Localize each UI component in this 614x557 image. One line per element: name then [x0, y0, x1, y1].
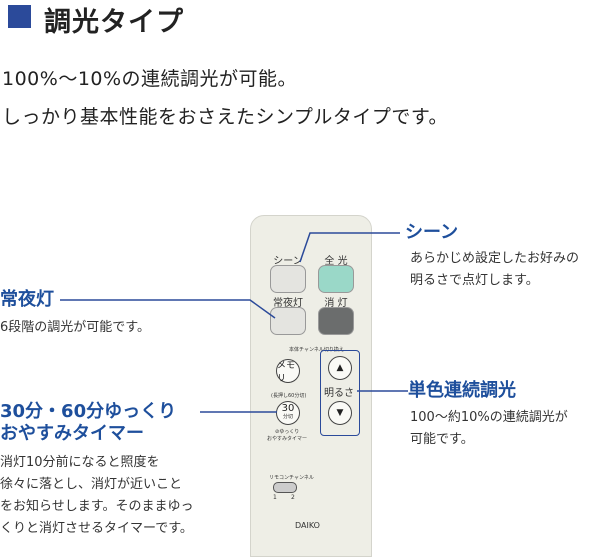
night-callout-desc: 6段階の調光が可能です。: [0, 320, 150, 335]
title-square: [8, 5, 31, 28]
channel-switch[interactable]: [273, 482, 297, 493]
scene-button[interactable]: [270, 265, 306, 293]
lead-line-1: 100%〜10%の連続調光が可能。: [2, 68, 298, 90]
remote-control: シーン 全 光 常夜灯 消 灯 本体チャンネル切り換え メモリ ▲ 明るさ ▼ …: [250, 215, 372, 557]
brightness-up-button[interactable]: ▲: [328, 356, 352, 380]
dimming-callout-title: 単色連続調光: [408, 380, 516, 401]
scene-callout-desc-1: あらかじめ設定したお好みの: [410, 251, 580, 266]
brightness-group: [320, 350, 360, 436]
timer-callout-title-1: 30分・60分ゆっくり: [0, 401, 177, 422]
timer-unit: 分切: [282, 414, 293, 420]
rc-channel-label: リモコンチャンネル: [269, 475, 314, 481]
timer-callout-title-2: おやすみタイマー: [0, 423, 144, 444]
dimming-callout-desc-2: 可能です。: [410, 432, 474, 447]
scene-callout-desc-2: 明るさで点灯します。: [410, 273, 539, 288]
brightness-down-button[interactable]: ▼: [328, 401, 352, 425]
night-label: 常夜灯: [273, 298, 303, 309]
timer-callout-desc-1: 消灯10分前になると照度を: [0, 455, 160, 470]
timer-num: 30: [281, 403, 295, 414]
brand-logo: DAIKO: [295, 521, 320, 530]
timer-label-2: おやすみタイマー: [267, 436, 308, 442]
off-button[interactable]: [318, 307, 354, 335]
page-title: 調光タイプ: [44, 7, 184, 38]
full-light-button[interactable]: [318, 265, 354, 293]
channel-switch-label: 本体チャンネル切り換え: [289, 347, 344, 353]
full-label: 全 光: [324, 256, 348, 267]
lead-line-2: しっかり基本性能をおさえたシンプルタイプです。: [2, 106, 449, 128]
channel-1: 1: [273, 494, 277, 501]
timer-callout-desc-3: をお知らせします。そのままゆっ: [0, 499, 194, 514]
scene-label: シーン: [273, 256, 303, 267]
channel-2: 2: [291, 494, 295, 501]
off-label: 消 灯: [324, 298, 348, 309]
long-press-label: (長押し60分切): [271, 393, 307, 399]
timer-callout-desc-4: くりと消灯させるタイマーです。: [0, 521, 193, 536]
memory-button[interactable]: メモリ: [276, 359, 300, 384]
dimming-callout-desc-1: 100〜約10%の連続調光が: [410, 410, 568, 425]
night-light-button[interactable]: [270, 307, 306, 335]
timer-callout-desc-2: 徐々に落とし、消灯が近いこと: [0, 477, 183, 492]
timer-label-1: ⊘ゆっくり: [275, 429, 300, 435]
night-callout-title: 常夜灯: [0, 289, 54, 310]
brightness-label: 明るさ: [324, 388, 354, 399]
scene-callout-title: シーン: [405, 222, 459, 243]
